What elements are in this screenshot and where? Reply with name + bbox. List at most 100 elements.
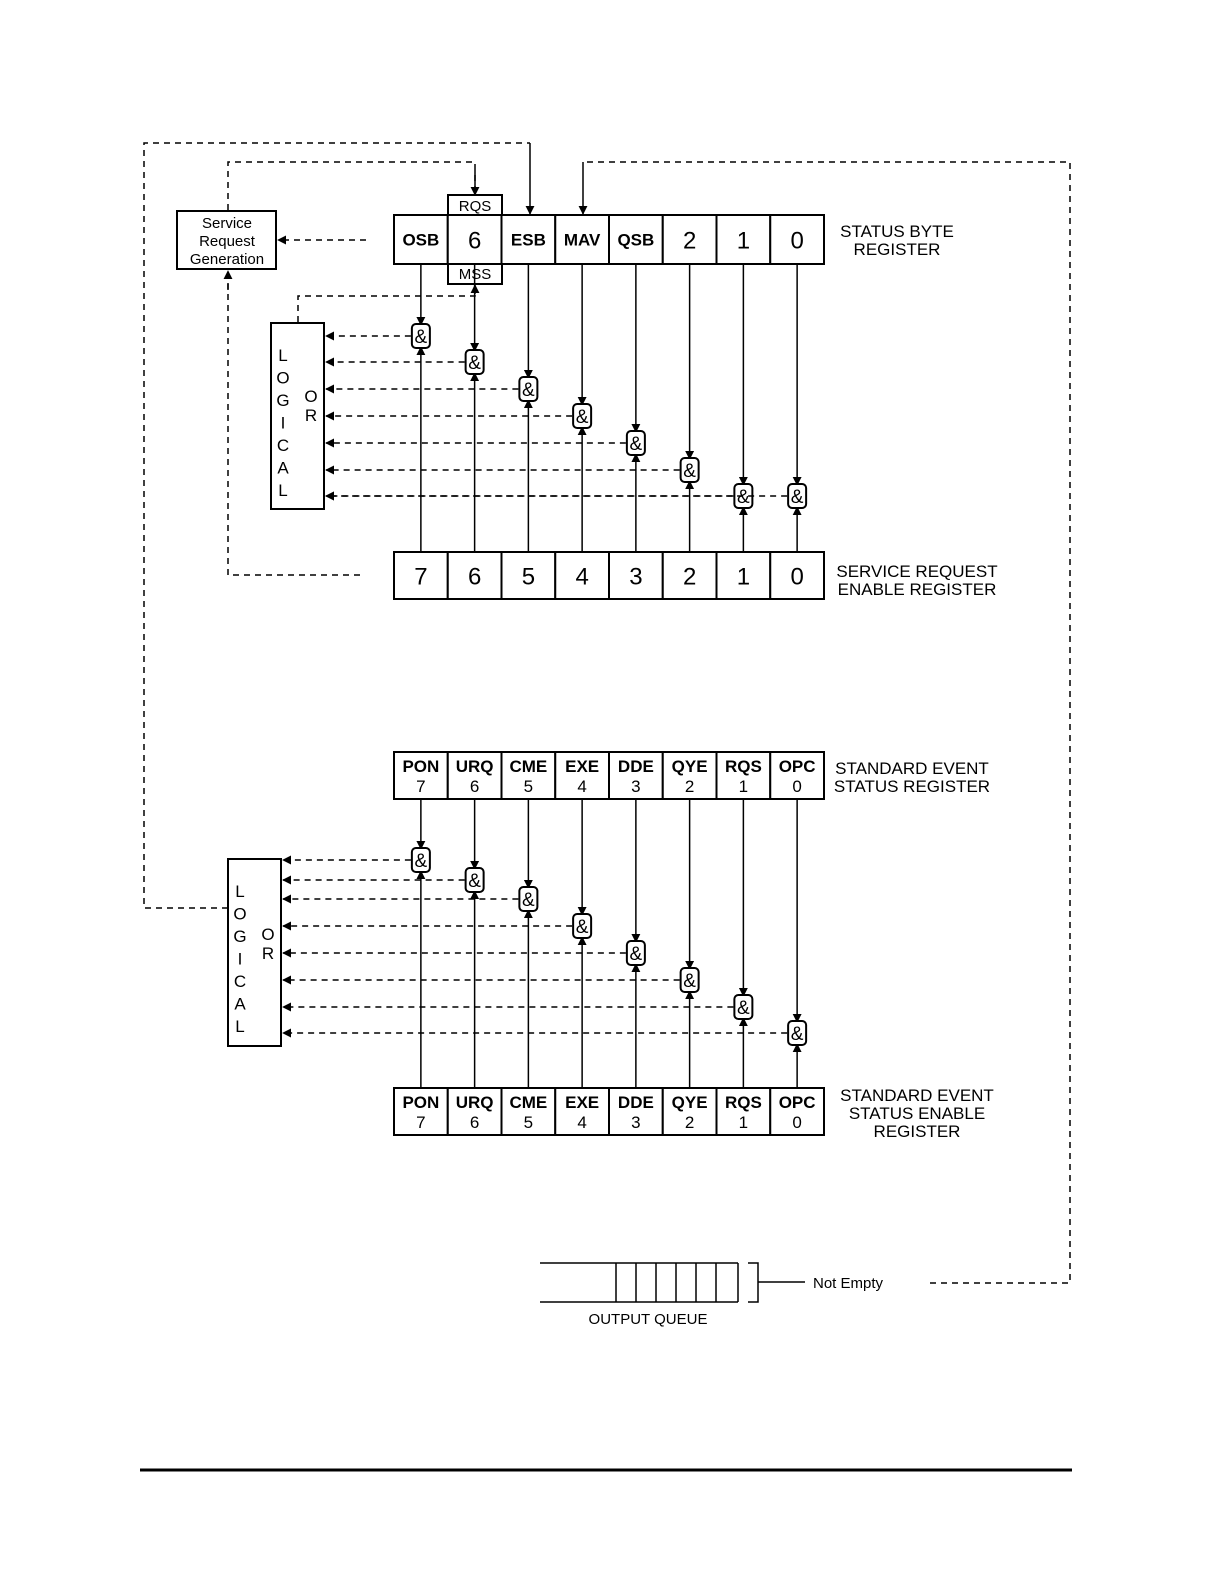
- sese-bit-number: 6: [470, 1113, 479, 1132]
- and-gate: [572, 913, 593, 939]
- not-empty-label: Not Empty: [813, 1275, 884, 1292]
- ses-cell: [608, 751, 664, 800]
- logical-or-letter: O: [261, 925, 274, 944]
- and-gate-symbol: &: [522, 380, 535, 401]
- srg-line-1: Service: [202, 215, 252, 232]
- sese-label-2: STATUS ENABLE: [849, 1104, 985, 1123]
- sre-cell: [769, 551, 825, 600]
- status-byte-cell: [554, 214, 610, 265]
- upper-connections: [143, 142, 1071, 1284]
- and-gate-symbol: &: [791, 1024, 804, 1045]
- and-gate-symbol: &: [576, 407, 589, 428]
- ses-bit-number: 4: [577, 777, 586, 796]
- sre-bit-label: 0: [790, 564, 803, 591]
- logical-or-letter: G: [276, 391, 289, 410]
- sre-to-srg-line: [227, 269, 360, 576]
- logical-or-letter: R: [262, 944, 274, 963]
- and-gate-symbol: &: [576, 917, 589, 938]
- and-gate: [410, 323, 431, 349]
- sre-cell: [661, 551, 718, 600]
- ses-bit-number: 0: [792, 777, 801, 796]
- and-gate-symbol: &: [683, 971, 696, 992]
- sese-cell: [554, 1087, 610, 1136]
- ses-bit-name: PON: [402, 757, 439, 776]
- ses-bit-number: 3: [631, 777, 640, 796]
- sese-label-3: REGISTER: [874, 1122, 961, 1141]
- status-byte-bit-label: OSB: [402, 231, 439, 250]
- and-gate: [625, 430, 646, 456]
- and-gate-symbol: &: [630, 434, 643, 455]
- sese-bit-number: 3: [631, 1113, 640, 1132]
- ses-bit-name: RQS: [725, 757, 762, 776]
- sese-bit-name: CME: [509, 1093, 547, 1112]
- not-empty-bracket: [748, 1262, 759, 1303]
- upper-and-gates: &&&&&&&&: [325, 264, 808, 552]
- ses-cell: [393, 751, 449, 800]
- status-byte-cell: [661, 214, 718, 265]
- logical-or-letter: C: [234, 972, 246, 991]
- and-gate: [733, 994, 754, 1020]
- sese-cell: [446, 1087, 503, 1136]
- and-gate-symbol: &: [737, 998, 750, 1019]
- srg-to-rqs-line: [227, 161, 476, 210]
- rqs-label: RQS: [459, 198, 492, 215]
- ses-label-1: STANDARD EVENT: [835, 759, 989, 778]
- status-byte-bit-label: 1: [737, 228, 750, 255]
- logical-or-letter: R: [305, 406, 317, 425]
- sre-cell: [554, 551, 610, 600]
- and-gate-symbol: &: [415, 327, 428, 348]
- status-byte-cell: [769, 214, 825, 265]
- logical-or-letter: L: [278, 346, 287, 365]
- sre-label-2: ENABLE REGISTER: [838, 580, 997, 599]
- sre-bit-label: 1: [737, 564, 750, 591]
- esb-summary-line: [143, 142, 530, 909]
- sese-bit-name: QYE: [672, 1093, 708, 1112]
- status-byte-bit-label: QSB: [617, 231, 654, 250]
- service-request-generation-box: Service Request Generation: [176, 210, 277, 270]
- status-byte-bit-label: MAV: [564, 231, 601, 250]
- sre-cell: [393, 551, 449, 600]
- sre-cell: [715, 551, 772, 600]
- sese-bit-name: PON: [402, 1093, 439, 1112]
- and-gate: [464, 349, 485, 375]
- and-gate: [464, 867, 485, 893]
- status-byte-bit-label: 6: [468, 228, 481, 255]
- logical-or-letter: L: [235, 882, 244, 901]
- sese-bit-number: 7: [416, 1113, 425, 1132]
- sre-cell: [608, 551, 664, 600]
- sese-cell: [393, 1087, 449, 1136]
- sese-bit-name: URQ: [456, 1093, 494, 1112]
- logical-or-letter: C: [277, 436, 289, 455]
- sese-bit-name: EXE: [565, 1093, 599, 1112]
- sre-bit-label: 3: [629, 564, 642, 591]
- sese-bit-name: DDE: [618, 1093, 654, 1112]
- logical-or-letter: G: [233, 927, 246, 946]
- ses-bit-name: QYE: [672, 757, 708, 776]
- output-queue: OUTPUT QUEUE Not Empty: [540, 1262, 884, 1328]
- ses-bit-name: EXE: [565, 757, 599, 776]
- and-gate: [572, 403, 593, 429]
- sre-bit-label: 2: [683, 564, 696, 591]
- status-byte-bit-label: 2: [683, 228, 696, 255]
- and-gate: [679, 457, 700, 483]
- ses-bit-number: 2: [685, 777, 694, 796]
- sese-bit-number: 4: [577, 1113, 586, 1132]
- and-gate-symbol: &: [630, 944, 643, 965]
- sese-bit-name: OPC: [779, 1093, 816, 1112]
- and-gate-symbol: &: [522, 890, 535, 911]
- logical-or-letter: I: [281, 414, 286, 433]
- logical-or-letter: O: [276, 369, 289, 388]
- or-to-mss-line: [297, 286, 476, 322]
- srg-line-2: Request: [199, 233, 256, 250]
- logical-or-letter: L: [278, 481, 287, 500]
